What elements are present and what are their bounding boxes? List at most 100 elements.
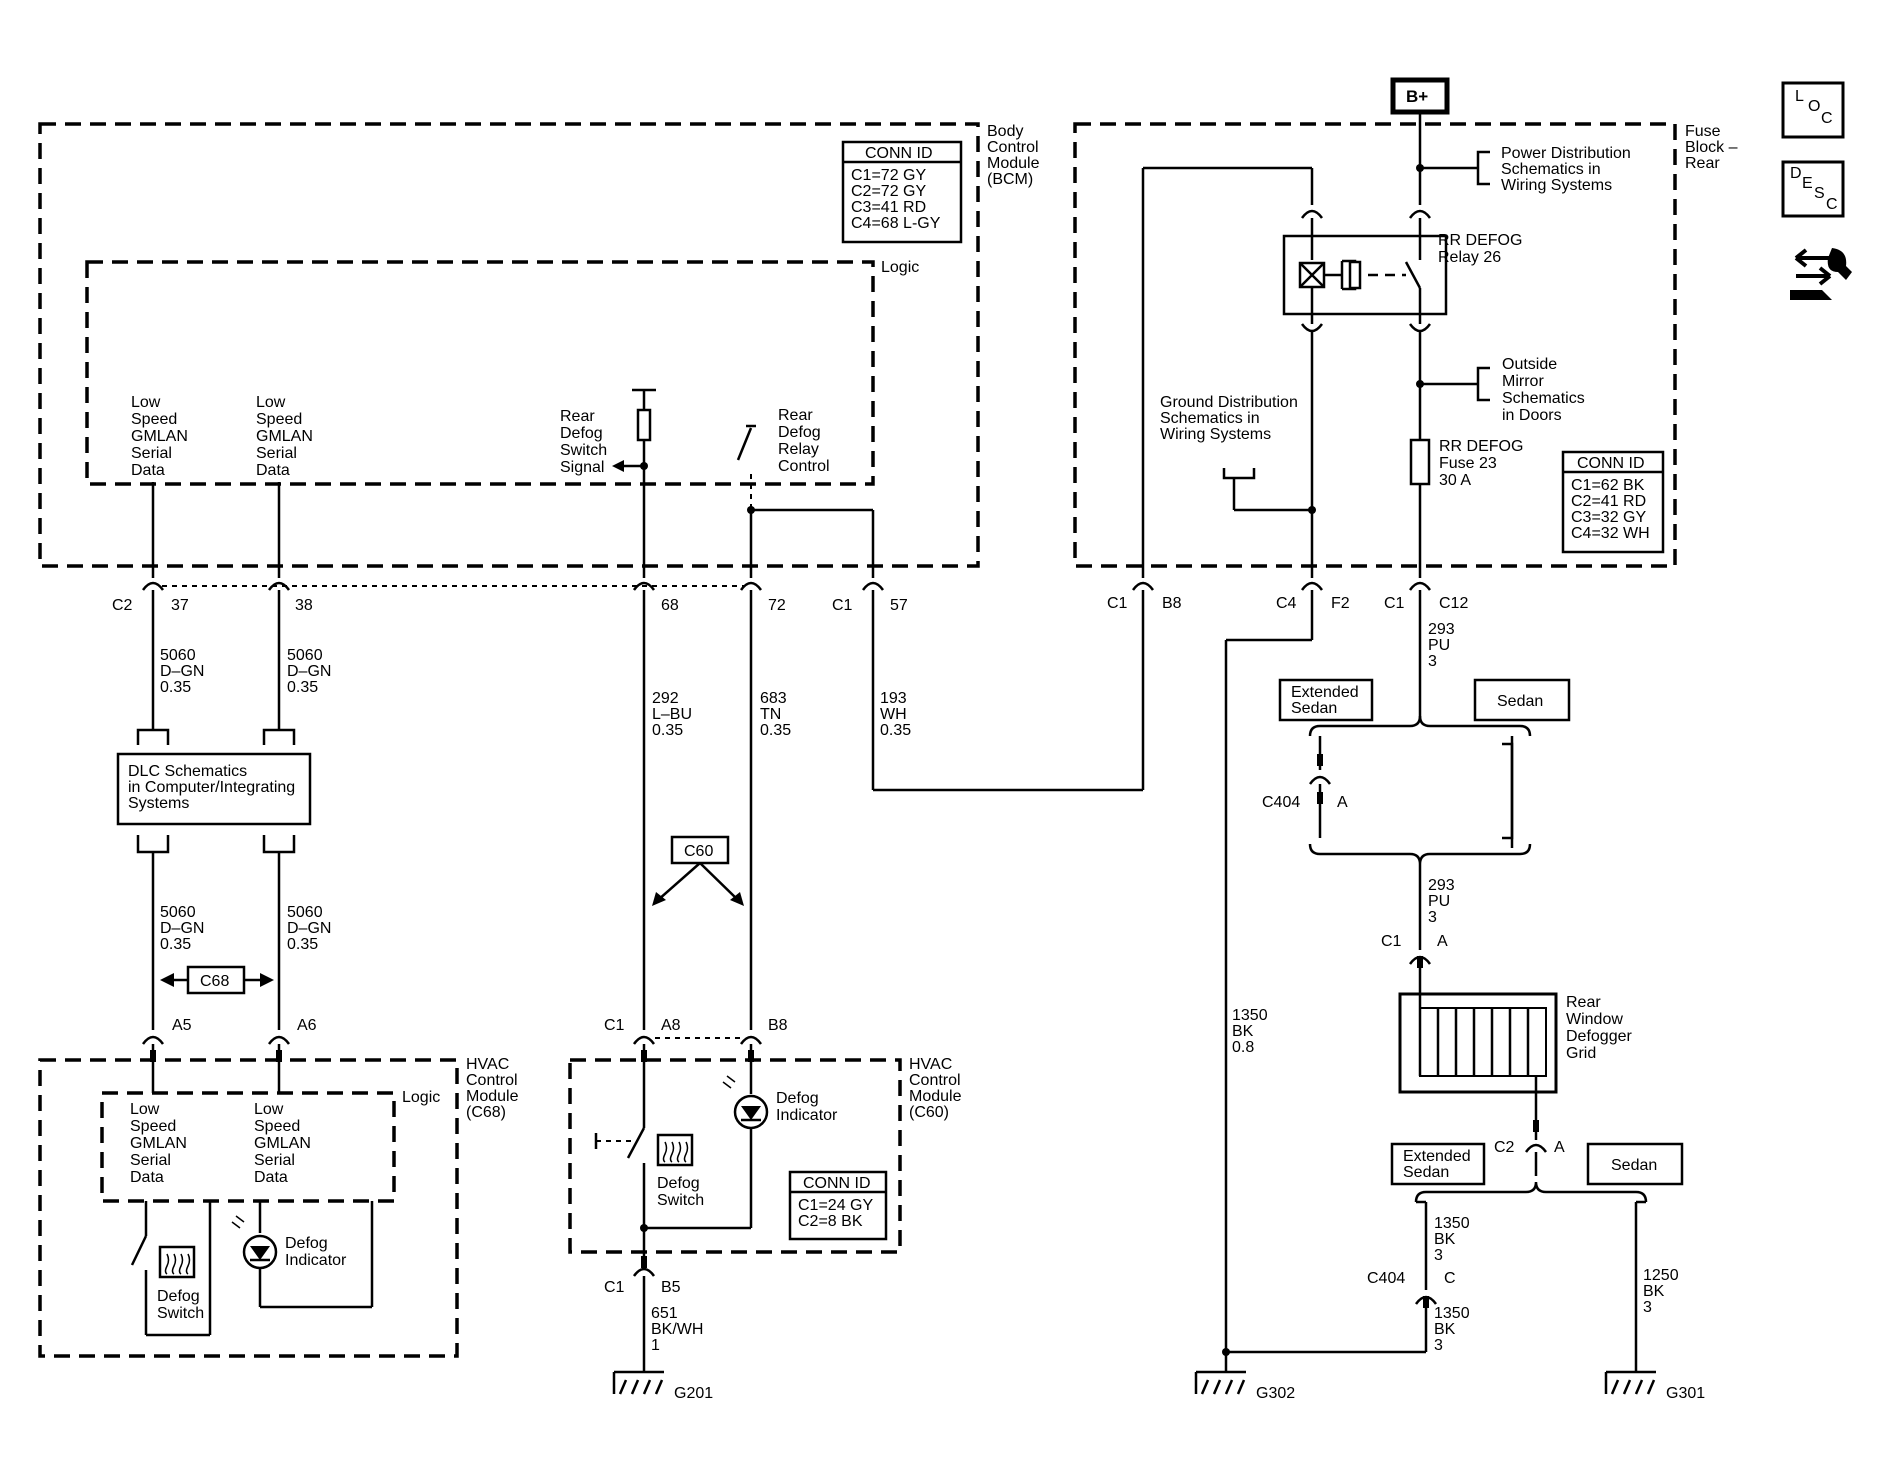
- desc-letter: D: [1790, 165, 1802, 182]
- desc-letter: S: [1814, 185, 1825, 202]
- label-line: Data: [130, 1169, 164, 1186]
- label-line: Systems: [128, 795, 189, 812]
- label-line: 1: [651, 1337, 660, 1354]
- label-line: Control: [778, 458, 830, 475]
- desc-letter: E: [1802, 175, 1813, 192]
- label-line: GMLAN: [130, 1135, 187, 1152]
- label-line: Indicator: [776, 1107, 838, 1124]
- label-line: Fuse 23: [1439, 455, 1497, 472]
- ground-symbol-g201: [612, 1370, 664, 1395]
- label-line: Outside: [1502, 356, 1557, 373]
- loc-letter: L: [1795, 88, 1804, 105]
- connector-label: C404: [1262, 794, 1300, 811]
- tag-line: Extended: [1291, 684, 1359, 701]
- conn-id-row: C4=32 WH: [1571, 525, 1650, 542]
- label-line: 0.35: [287, 679, 318, 696]
- conn-id-row: C2=72 GY: [851, 183, 926, 200]
- pin-label: C1: [1384, 595, 1405, 612]
- option-tag-extended-sedan-1: Extended Sedan: [1278, 678, 1374, 722]
- bcm-outline: [38, 122, 980, 568]
- c60-conn-id-table: CONN ID C1=24 GY C2=8 BK: [788, 1170, 888, 1241]
- label-line: Low: [131, 394, 161, 411]
- battery-positive-label: B+: [1406, 87, 1428, 106]
- loc-button[interactable]: L O C: [1781, 81, 1845, 139]
- label-line: GMLAN: [131, 428, 188, 445]
- label-line: Rear: [560, 408, 595, 425]
- bcm-label-line: (BCM): [987, 171, 1033, 188]
- label-line: GMLAN: [256, 428, 313, 445]
- label-line: 193: [880, 690, 907, 707]
- label-line: 3: [1434, 1337, 1443, 1354]
- conn-id-title: CONN ID: [1577, 455, 1645, 472]
- pin-label: C1: [604, 1017, 625, 1034]
- label-line: DLC Schematics: [128, 763, 247, 780]
- conn-id-row: C1=24 GY: [798, 1197, 873, 1214]
- label-line: Data: [254, 1169, 288, 1186]
- label-line: RR DEFOG: [1438, 232, 1522, 249]
- hvac-c68-label-line: (C68): [466, 1104, 506, 1121]
- label-line: D–GN: [287, 663, 331, 680]
- label-line: in Computer/Integrating: [128, 779, 295, 796]
- label-line: Data: [256, 462, 290, 479]
- wrench-arrows-icon[interactable]: [1790, 248, 1852, 300]
- label-line: Relay: [778, 441, 819, 458]
- label-line: GMLAN: [254, 1135, 311, 1152]
- c68-defog-indicator: [231, 1201, 374, 1309]
- pin-label: A8: [661, 1017, 681, 1034]
- label-line: WH: [880, 706, 907, 723]
- label-line: 1350: [1434, 1215, 1470, 1232]
- tag-line: Sedan: [1611, 1157, 1657, 1174]
- fuse-conn-id-table: CONN ID C1=62 BK C2=41 RD C3=32 GY C4=32…: [1561, 450, 1665, 554]
- label-line: 3: [1428, 909, 1437, 926]
- loc-letter: C: [1821, 110, 1833, 127]
- label-line: 293: [1428, 877, 1455, 894]
- tag-line: Sedan: [1497, 693, 1543, 710]
- label-line: 5060: [287, 904, 323, 921]
- label-line: Schematics: [1502, 390, 1585, 407]
- label-line: L–BU: [652, 706, 692, 723]
- conn-id-row: C3=32 GY: [1571, 509, 1646, 526]
- conn-id-row: C1=62 BK: [1571, 477, 1645, 494]
- pin-label: A: [1337, 794, 1348, 811]
- option-tag-sedan-2: Sedan: [1586, 1142, 1684, 1186]
- pin-label: 72: [768, 597, 786, 614]
- option-tag-extended-sedan-2: Extended Sedan: [1390, 1142, 1486, 1186]
- label-line: Defog: [285, 1235, 328, 1252]
- label-line: Indicator: [285, 1252, 347, 1269]
- tag-line: Sedan: [1291, 700, 1337, 717]
- label-line: 3: [1434, 1247, 1443, 1264]
- c68-option-tag: C68: [160, 965, 274, 995]
- label-line: Defog: [157, 1288, 200, 1305]
- label-line: D–GN: [160, 663, 204, 680]
- option-tag-sedan-1: Sedan: [1473, 678, 1571, 722]
- bcm-label-line: Body: [987, 123, 1023, 140]
- label-line: 0.35: [652, 722, 683, 739]
- label-line: Defog: [776, 1090, 819, 1107]
- label-line: Wiring Systems: [1501, 177, 1612, 194]
- label-line: PU: [1428, 637, 1450, 654]
- label-line: Signal: [560, 459, 604, 476]
- c60-option-tag: C60: [652, 835, 744, 906]
- desc-button[interactable]: D E S C: [1781, 160, 1845, 218]
- label-line: TN: [760, 706, 781, 723]
- relay-control-switch: [736, 424, 756, 510]
- bcm-logic-label: Logic: [881, 259, 919, 276]
- pin-label: B8: [768, 1017, 788, 1034]
